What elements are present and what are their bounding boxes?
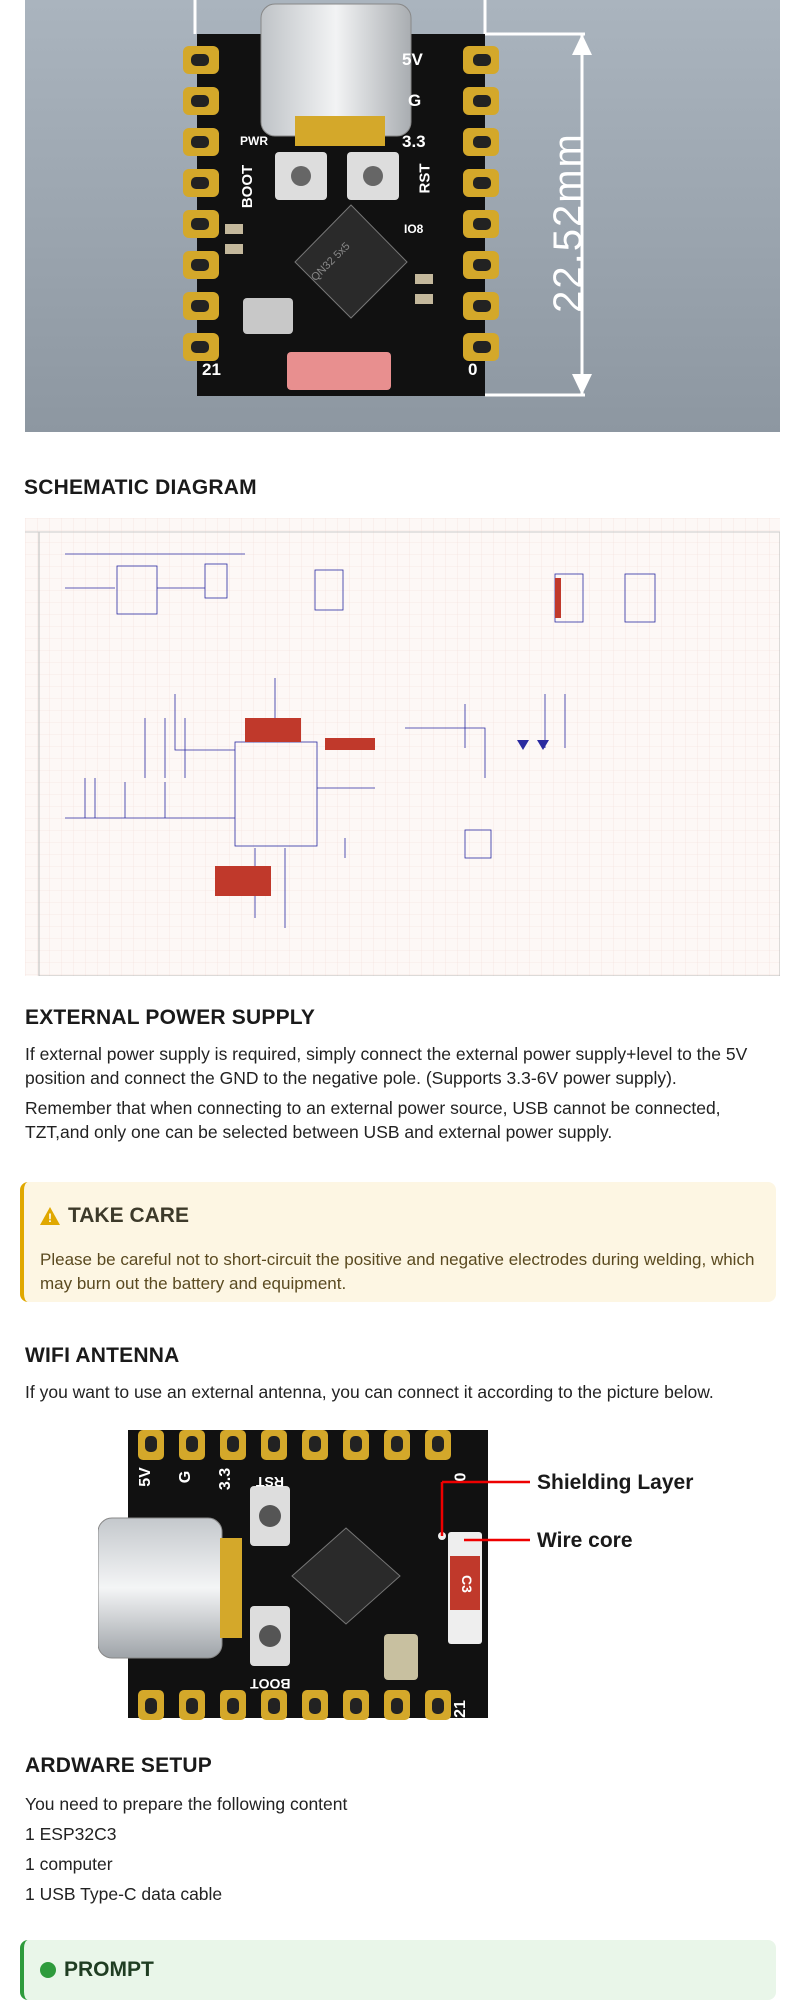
wifi-board-boot: BOOT [250,1676,291,1692]
wifi-board-21: 21 [451,1700,469,1718]
hardware-item: 1 USB Type-C data cable [25,1884,223,1904]
wifi-text: If you want to use an external antenna, … [25,1382,714,1402]
pin-label-5v: 5V [402,50,423,69]
pwr-label: PWR [240,134,268,148]
hardware-intro: You need to prepare the following conten… [25,1794,348,1814]
prompt-box: PROMPT [20,1940,776,2000]
hardware-title: ARDWARE SETUP [25,1754,212,1777]
power-title: EXTERNAL POWER SUPPLY [25,1006,316,1029]
wifi-board-g: G [177,1470,195,1484]
dimension-label: 22.52mm [545,132,590,313]
pin-label-21: 21 [202,360,221,379]
warning-icon: ! [40,1207,60,1225]
shielding-layer-label: Shielding Layer [537,1471,694,1494]
prompt-title: PROMPT [64,1958,154,1981]
io8-label: IO8 [404,222,424,236]
rst-label: RST [416,163,434,194]
take-care-box: ! TAKE CARE Please be careful not to sho… [20,1182,776,1302]
wifi-board-5v: 5V [136,1467,154,1487]
wifi-board-c3: C3 [458,1575,475,1593]
schematic-image [25,518,780,976]
wifi-board-0: 0 [452,1472,470,1482]
boot-label: BOOT [239,164,257,209]
wifi-board-rst: RST [256,1474,284,1490]
board-photo [25,0,780,432]
take-care-text: Please be careful not to short-circuit t… [40,1250,755,1293]
check-circle-icon [40,1962,56,1978]
pin-label-0: 0 [468,360,478,379]
hardware-item: 1 computer [25,1854,113,1874]
wifi-board-3v3: 3.3 [217,1467,235,1491]
hardware-item: 1 ESP32C3 [25,1824,117,1844]
take-care-title: TAKE CARE [68,1204,189,1227]
wire-core-label: Wire core [537,1529,633,1552]
power-paragraph-2: Remember that when connecting to an exte… [25,1098,721,1142]
schematic-title: SCHEMATIC DIAGRAM [24,476,257,499]
pin-label-g: G [408,91,422,110]
antenna-photo [97,1428,708,1730]
wifi-title: WIFI ANTENNA [25,1344,180,1367]
power-paragraph-1: If external power supply is required, si… [25,1044,748,1088]
pin-label-3v3: 3.3 [402,132,426,151]
